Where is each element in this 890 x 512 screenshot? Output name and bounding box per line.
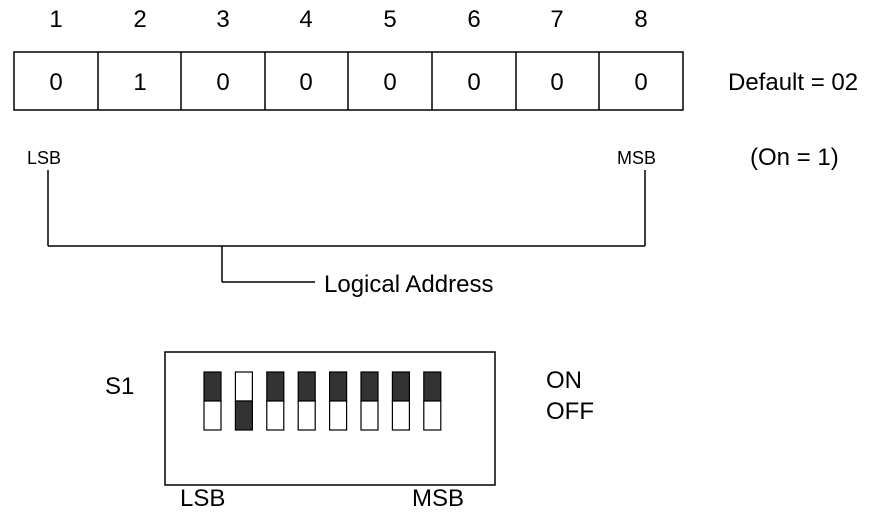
bit-value-1: 0 [49, 69, 62, 96]
dip-switch-3[interactable] [266, 371, 285, 431]
bit-number-row: 1 2 3 4 5 6 7 8 [49, 6, 647, 33]
logical-address-bracket [47, 170, 646, 283]
switch-msb-label: MSB [412, 485, 464, 512]
dip-switch-3-off-half [266, 400, 285, 431]
dip-switch-5-off-half [329, 400, 348, 431]
bit-value-3: 0 [216, 69, 229, 96]
switch-on-label: ON [546, 367, 582, 394]
bit-number-4: 4 [299, 6, 312, 33]
dip-switch-1-on-half [203, 371, 222, 402]
bit-value-5: 0 [383, 69, 396, 96]
dip-switch-2-on-half [234, 371, 253, 402]
bit-number-5: 5 [383, 6, 396, 33]
dip-switch-4-off-half [297, 400, 316, 431]
bit-value-table: 0 1 0 0 0 0 0 0 [13, 51, 684, 111]
bit-number-2: 2 [133, 6, 146, 33]
dip-switch-7-off-half [391, 400, 410, 431]
bit-value-4: 0 [299, 69, 312, 96]
bit-number-8: 8 [634, 6, 647, 33]
dip-switch-body [164, 351, 496, 486]
dip-switch-4[interactable] [297, 371, 316, 431]
bit-value-6: 0 [467, 69, 480, 96]
dip-switch-8-off-half [423, 400, 442, 431]
msb-label: MSB [617, 148, 656, 168]
bit-number-1: 1 [49, 6, 62, 33]
switch-lsb-label: LSB [180, 485, 225, 512]
bit-number-3: 3 [216, 6, 229, 33]
dip-switch-1[interactable] [203, 371, 222, 431]
dip-switch-4-on-half [297, 371, 316, 402]
dip-switch-3-on-half [266, 371, 285, 402]
switch-name-label: S1 [105, 373, 134, 400]
dip-switch-5-on-half [329, 371, 348, 402]
dip-switch-2-off-half [234, 400, 253, 431]
dip-switch-6-on-half [360, 371, 379, 402]
logical-address-label: Logical Address [324, 271, 493, 298]
dip-switch-8-on-half [423, 371, 442, 402]
bit-value-2: 1 [133, 69, 146, 96]
dip-switch-7-on-half [391, 371, 410, 402]
dip-switch-7[interactable] [391, 371, 410, 431]
bit-value-8: 0 [634, 69, 647, 96]
bit-number-6: 6 [467, 6, 480, 33]
switch-off-label: OFF [546, 398, 594, 425]
dip-switch-5[interactable] [329, 371, 348, 431]
on-equals-one-note: (On = 1) [750, 144, 839, 171]
dip-switch-row [203, 371, 442, 431]
dip-switch-1-off-half [203, 400, 222, 431]
dip-switch-6[interactable] [360, 371, 379, 431]
bit-number-7: 7 [550, 6, 563, 33]
dip-switch-2[interactable] [234, 371, 253, 431]
lsb-label: LSB [27, 148, 61, 168]
dip-switch-6-off-half [360, 400, 379, 431]
default-label: Default = 02 [728, 69, 858, 96]
dip-switch-8[interactable] [423, 371, 442, 431]
bit-value-7: 0 [550, 69, 563, 96]
